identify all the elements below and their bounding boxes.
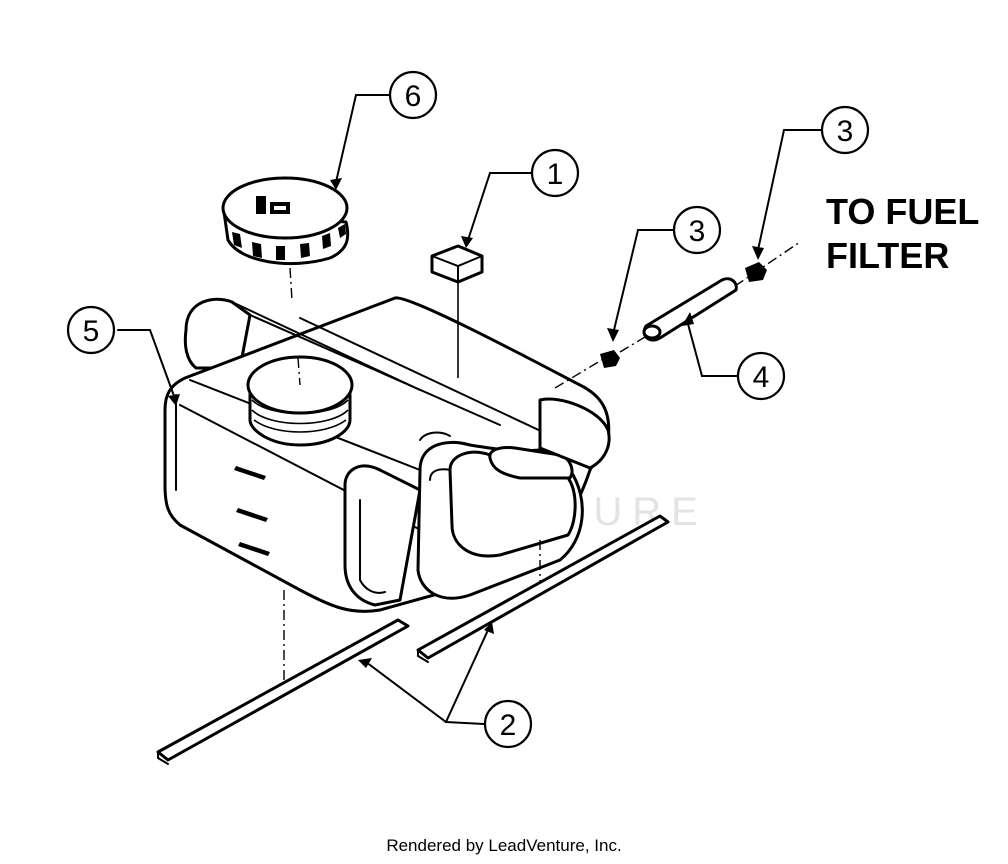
fuel-tank <box>163 296 611 613</box>
callout-4-label: 4 <box>753 361 770 394</box>
fuel-decal <box>430 244 484 284</box>
mount-strip-right <box>416 514 670 660</box>
callout-5-label: 5 <box>83 315 100 348</box>
callout-6-label: 6 <box>405 80 422 113</box>
callout-3b-label: 3 <box>837 115 854 148</box>
callout-5: 5 <box>66 305 116 355</box>
hose-clamp-left <box>600 350 620 368</box>
callout-3a: 3 <box>672 205 722 255</box>
mount-strip-left <box>156 618 410 762</box>
callout-2: 2 <box>483 699 533 749</box>
callout-1-label: 1 <box>547 158 564 191</box>
callout-2-label: 2 <box>500 709 517 742</box>
footer-credit: Rendered by LeadVenture, Inc. <box>386 836 622 855</box>
leader-lines <box>117 94 823 725</box>
callout-1: 1 <box>530 148 580 198</box>
callout-3a-label: 3 <box>689 215 706 248</box>
callout-3b: 3 <box>820 105 870 155</box>
fuel-cap <box>221 176 350 301</box>
callout-6: 6 <box>388 70 438 120</box>
to-fuel-filter-line2: FILTER <box>826 235 949 276</box>
fuel-line-assembly <box>554 241 801 389</box>
callout-4: 4 <box>736 351 786 401</box>
hose-clamp-right <box>745 262 767 282</box>
to-fuel-filter-line1: TO FUEL <box>826 191 979 232</box>
tank-mount-strips <box>156 514 670 765</box>
